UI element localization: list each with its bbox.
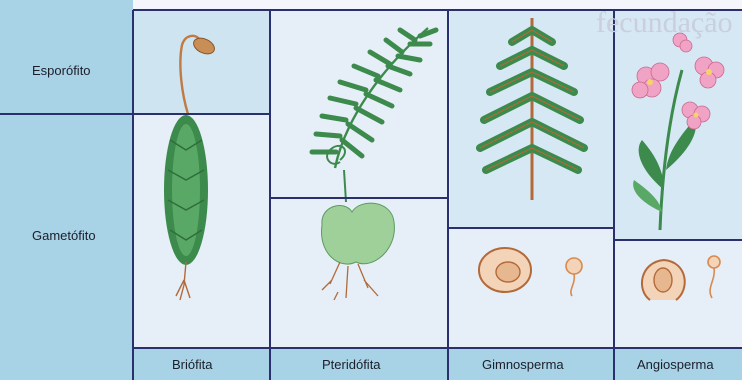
- column-label-bryophyte: Briófita: [172, 357, 212, 372]
- row-label-column: [0, 0, 133, 380]
- column-label-angiosperm: Angiosperma: [637, 357, 714, 372]
- background-heading: fecundação: [596, 6, 733, 40]
- row-label-gametophyte: Gametófito: [32, 228, 96, 243]
- row-label-sporophyte: Esporófito: [32, 63, 91, 78]
- bryophyte-sporophyte-cell: [133, 10, 269, 114]
- column-label-pteridophyte: Pteridófita: [322, 357, 381, 372]
- column-label-gymnosperm: Gimnosperma: [482, 357, 564, 372]
